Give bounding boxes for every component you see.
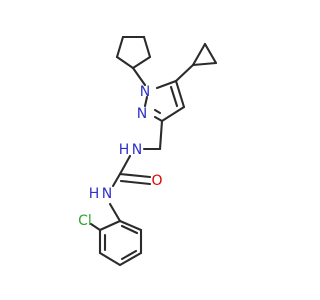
nh-upper-n-label: N (132, 142, 142, 158)
bond (153, 115, 164, 123)
bond (155, 79, 178, 90)
oxygen-atom-label: O (151, 173, 162, 189)
bond (160, 105, 186, 123)
n2-atom-label: N (137, 106, 147, 122)
bond (191, 61, 218, 67)
bond (115, 55, 135, 70)
bond (118, 172, 152, 179)
bond (98, 251, 122, 267)
bond (115, 35, 125, 59)
nh-lower-h-label: H (89, 186, 100, 202)
molecule-structure-diagram: N N N H N H O Cl (78, 35, 218, 267)
bond (111, 172, 122, 188)
bond (174, 79, 186, 109)
bond (153, 108, 162, 115)
bond (98, 219, 122, 232)
bond (119, 179, 152, 186)
bond (174, 63, 195, 83)
bond (120, 224, 139, 235)
nh-upper-h-label: H (119, 142, 130, 158)
pyrazole-ring (143, 79, 186, 123)
bond (89, 222, 102, 232)
cyclopropyl-ring (174, 42, 218, 83)
bond (142, 35, 152, 59)
cyclopentyl-ring (115, 35, 152, 70)
bond (108, 202, 122, 223)
bond (203, 42, 218, 65)
bond (118, 251, 143, 267)
bond (169, 85, 179, 108)
bond (118, 219, 143, 232)
chlorophenyl-ring (98, 219, 143, 267)
n1-atom-label: N (140, 84, 150, 100)
bond (143, 95, 149, 108)
molecule-canvas: N N N H N H O Cl (78, 35, 218, 267)
bond (158, 119, 164, 151)
chlorine-atom-label: Cl (78, 213, 92, 229)
bond (120, 249, 138, 261)
nh-lower-n-label: N (102, 186, 112, 202)
bond (191, 42, 207, 67)
bond (131, 55, 152, 70)
bond (131, 66, 147, 87)
bond (118, 154, 132, 176)
